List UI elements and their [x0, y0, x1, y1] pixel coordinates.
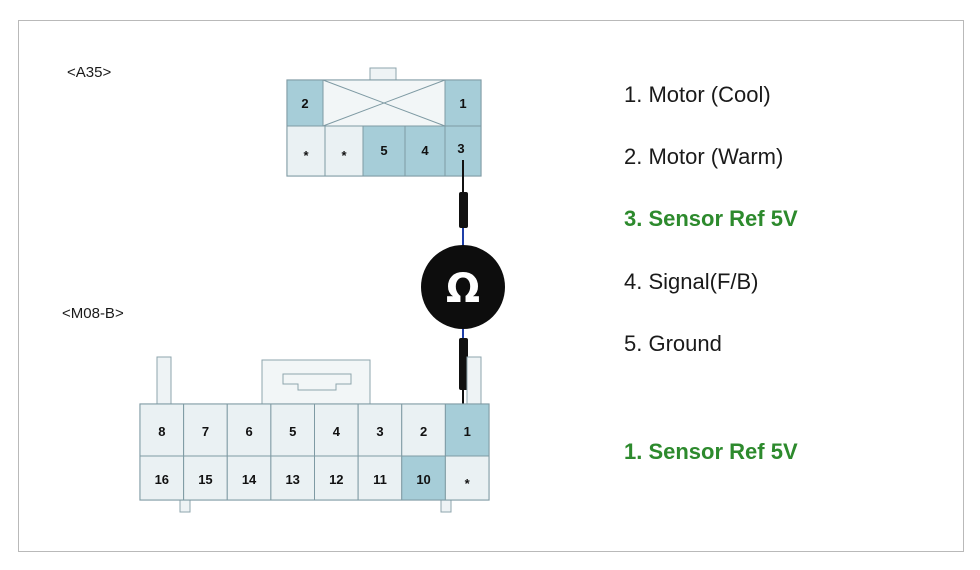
a35-pin-2-label: 2: [301, 96, 308, 111]
a35-pin-empty: [324, 125, 364, 177]
m08b-pin-16: [139, 455, 185, 501]
ohmmeter: Ω: [421, 245, 505, 329]
a35-pin-empty: [286, 125, 326, 177]
a35-pin-3-label: 3: [457, 141, 464, 156]
m08b-pin-7: [183, 403, 228, 457]
a35-pin-empty-label: *: [341, 148, 347, 163]
legend-a35-item: 1. Motor (Cool): [624, 82, 771, 107]
m08b-pin-12: [314, 455, 359, 501]
probe-handle: [459, 192, 468, 228]
connector-a35: 2 1 * * 5 4 3: [286, 67, 482, 177]
m08b-pin-label: *: [465, 476, 471, 491]
m08b-pin-label: 16: [155, 472, 169, 487]
m08b-pin-6: [226, 403, 272, 457]
ohmmeter-icon: [421, 245, 505, 329]
connector-m08b-foot: [440, 499, 452, 513]
m08b-pin-label: 4: [333, 424, 341, 439]
legend-a35-item: 3. Sensor Ref 5V: [624, 206, 798, 231]
m08b-pin-2: [401, 403, 446, 457]
legend-a35-item: 2. Motor (Warm): [624, 144, 784, 169]
m08b-pin-label: 7: [202, 424, 209, 439]
m08b-pin-label: 6: [245, 424, 252, 439]
m08b-pin-14: [226, 455, 272, 501]
m08b-pin-13: [270, 455, 315, 501]
m08b-pin-15: [183, 455, 228, 501]
m08b-pin-11: [357, 455, 403, 501]
cavity-cross-line: [322, 79, 446, 127]
a35-pin-1: [444, 79, 482, 127]
m08b-pin-label: 1: [464, 424, 471, 439]
m08b-pin-label: 11: [373, 472, 387, 487]
a35-pin-5-label: 5: [380, 143, 387, 158]
m08b-pin-label: 14: [242, 472, 257, 487]
connector-m08b-foot: [179, 499, 191, 513]
m08b-pin-label: 3: [376, 424, 383, 439]
ohm-symbol: Ω: [446, 266, 480, 312]
m08b-pin-label: 13: [285, 472, 299, 487]
probe-handle: [459, 338, 468, 390]
a35-pin-empty-label: *: [303, 148, 309, 163]
legend-a35-item: 5. Ground: [624, 331, 722, 356]
m08b-pin-label: 8: [158, 424, 165, 439]
connector-a35-latch: [369, 67, 397, 81]
connector-m08b-label: <M08-B>: [62, 305, 124, 322]
connector-m08b-post: [466, 356, 482, 406]
connector-m08b-lock: [261, 359, 371, 406]
m08b-pin-label: 12: [329, 472, 343, 487]
test-leads: [459, 160, 468, 420]
m08b-pin-4: [314, 403, 359, 457]
a35-pin-4-label: 4: [421, 143, 429, 158]
legend-a35-item: 4. Signal(F/B): [624, 269, 759, 294]
connector-m08b-lock-notch: [282, 373, 352, 391]
m08b-pin-1: [444, 403, 490, 457]
m08b-pin-label: 5: [289, 424, 296, 439]
m08b-pin-label: 2: [420, 424, 427, 439]
legend-m08b-item: 1. Sensor Ref 5V: [624, 439, 798, 464]
a35-pin-1-label: 1: [459, 96, 466, 111]
m08b-pin-3: [357, 403, 403, 457]
m08b-pin-empty: [444, 455, 490, 501]
m08b-pin-5: [270, 403, 315, 457]
m08b-pin-10: [401, 455, 446, 501]
m08b-pin-label: 10: [416, 472, 430, 487]
m08b-pin-label: 15: [198, 472, 212, 487]
connector-m08b: 8 7 6 5 4 3 2 1 16 15 14 13 12 11 10 *: [139, 356, 490, 513]
connector-m08b-post: [156, 356, 172, 406]
connector-a35-label: <A35>: [67, 64, 112, 81]
